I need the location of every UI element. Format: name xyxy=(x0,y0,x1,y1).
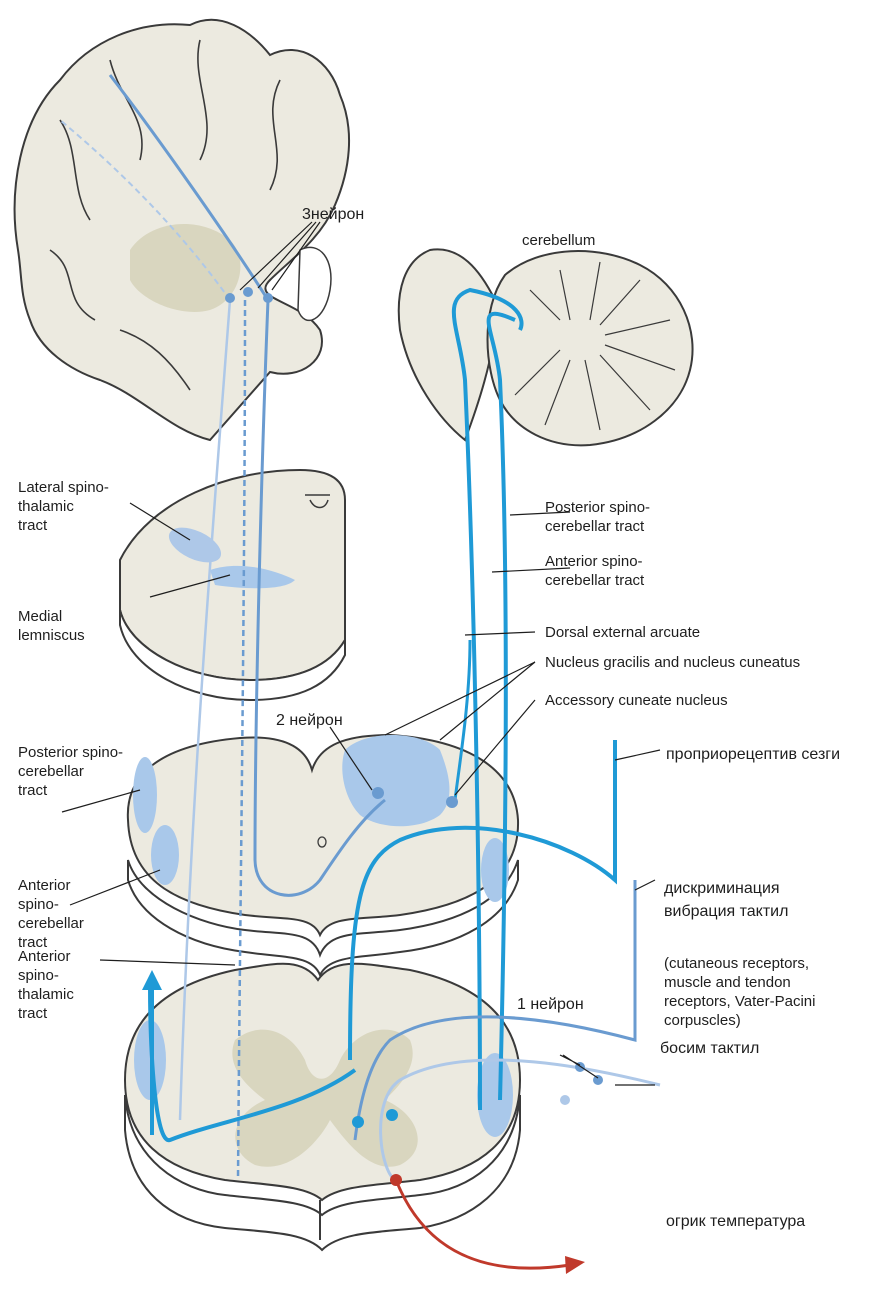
lateral-spinothalamic-label: Lateral spino- thalamic tract xyxy=(18,479,113,534)
posterior-spinocerebellar-area-left xyxy=(133,757,157,833)
motor-efferent-arrow xyxy=(565,1256,585,1274)
cerebellum-label: cerebellum xyxy=(522,232,595,249)
lower-soma-2 xyxy=(386,1109,398,1121)
accessory-cuneate-label: Accessory cuneate nucleus xyxy=(545,692,728,709)
anterior-spinothalamic-label: Anterior spino- thalamic tract xyxy=(18,948,78,1022)
pressure-label: босим тактил xyxy=(660,1040,759,1057)
dorsal-external-arcuate-label: Dorsal external arcuate xyxy=(545,624,700,641)
third-neuron-soma-2 xyxy=(243,287,253,297)
first-neuron-soma-3 xyxy=(560,1095,570,1105)
third-neuron-soma-3 xyxy=(263,293,273,303)
receptors-note: (cutaneous receptors, muscle and tendon … xyxy=(664,955,820,1029)
posterior-spinocerebellar-right-label: Posterior spino- cerebellar tract xyxy=(545,499,654,535)
brainstem-outline xyxy=(399,249,496,440)
posterior-spinocerebellar-left-label: Posterior spino- cerebellar tract xyxy=(18,744,127,799)
posterior-spinocerebellar-fiber xyxy=(489,314,515,1100)
third-neuron-soma-1 xyxy=(225,293,235,303)
neuron1-label: 1 нейрон xyxy=(517,996,584,1013)
discrimination-label: дискриминация вибрация тактил xyxy=(664,880,788,920)
anterior-column-area-right xyxy=(477,1053,513,1137)
accessory-cuneate-soma xyxy=(446,796,458,808)
cerebrum-section xyxy=(15,20,349,440)
anterior-spinocerebellar-right-label: Anterior spino- cerebellar tract xyxy=(545,553,647,589)
medulla-section xyxy=(120,470,345,700)
neuron2-label: 2 нейрон xyxy=(276,712,343,729)
motor-soma xyxy=(390,1174,402,1186)
cerebellum-section xyxy=(399,249,693,445)
anterior-spinocerebellar-area-left xyxy=(151,825,179,885)
lower-soma-1 xyxy=(352,1116,364,1128)
ascending-arrow-head xyxy=(142,970,162,990)
dorsal-column-nuclei xyxy=(342,735,449,826)
neuron3-label: 3нейрон xyxy=(302,206,364,223)
medial-lemniscus-label: Medial lemniscus xyxy=(18,608,85,644)
first-neuron-soma-2 xyxy=(593,1075,603,1085)
ventricle xyxy=(298,247,331,320)
nucleus-gracilis-cuneatus-label: Nucleus gracilis and nucleus cuneatus xyxy=(545,654,800,671)
proprioceptive-label: проприорецептив сезги xyxy=(666,746,840,763)
cerebellum-outline xyxy=(488,251,693,445)
second-neuron-soma xyxy=(372,787,384,799)
pain-temperature-label: огрик температура xyxy=(666,1213,805,1230)
anterior-spinocerebellar-left-label: Anterior spino- cerebellar tract xyxy=(18,877,88,951)
